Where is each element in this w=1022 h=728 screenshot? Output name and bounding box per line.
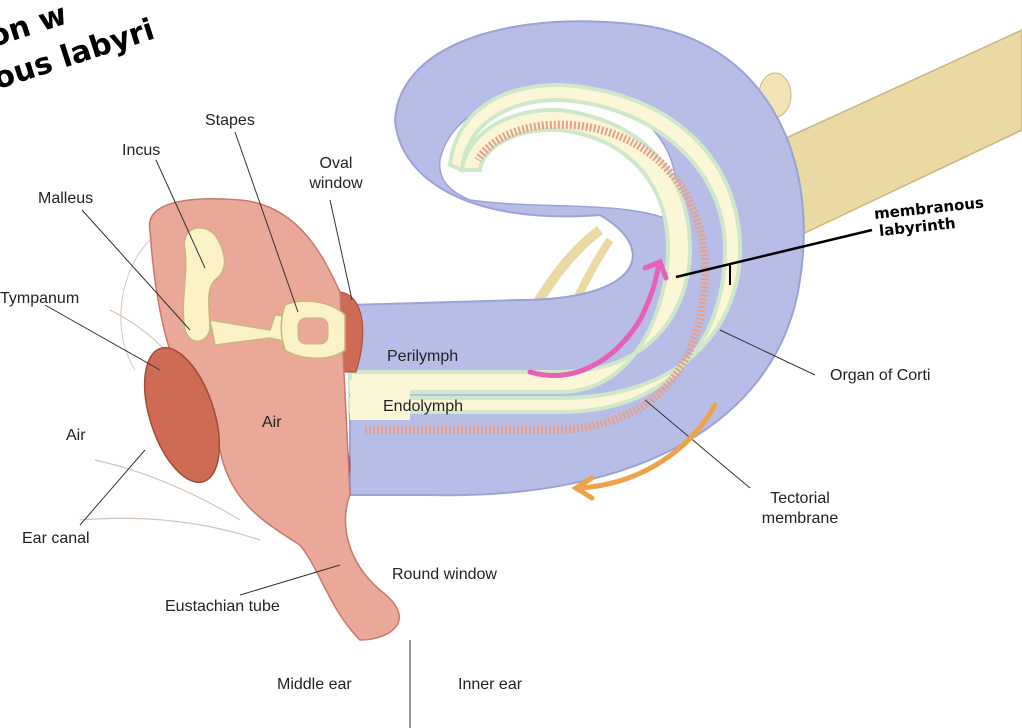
oval-window-label-1: Oval [319,155,353,172]
malleus-label: Malleus [38,190,94,207]
tectorial-membrane-label-1: Tectorial [770,490,830,507]
air-outer-label: Air [66,427,86,444]
stapes-label: Stapes [205,112,255,129]
middle-ear-label: Middle ear [277,676,352,693]
air-middle-label: Air [262,414,282,431]
round-window-label: Round window [392,566,497,583]
tympanum-membrane [143,346,221,484]
incus-label: Incus [122,142,161,159]
leader-lines [44,131,816,728]
ear-canal-label: Ear canal [22,530,90,547]
handwritten-marks [527,228,873,501]
oval-window-label-2: window [309,175,363,192]
tectorial-membrane-label-2: membrane [761,510,839,527]
perilymph-label: Perilymph [387,348,459,365]
eustachian-tube-label: Eustachian tube [165,598,280,615]
endolymph-label: Endolymph [383,398,464,415]
ossicles [182,227,346,359]
organ-of-corti-label: Organ of Corti [830,367,931,384]
inner-ear-label: Inner ear [458,676,523,693]
tympanum-label: Tympanum [0,290,80,307]
